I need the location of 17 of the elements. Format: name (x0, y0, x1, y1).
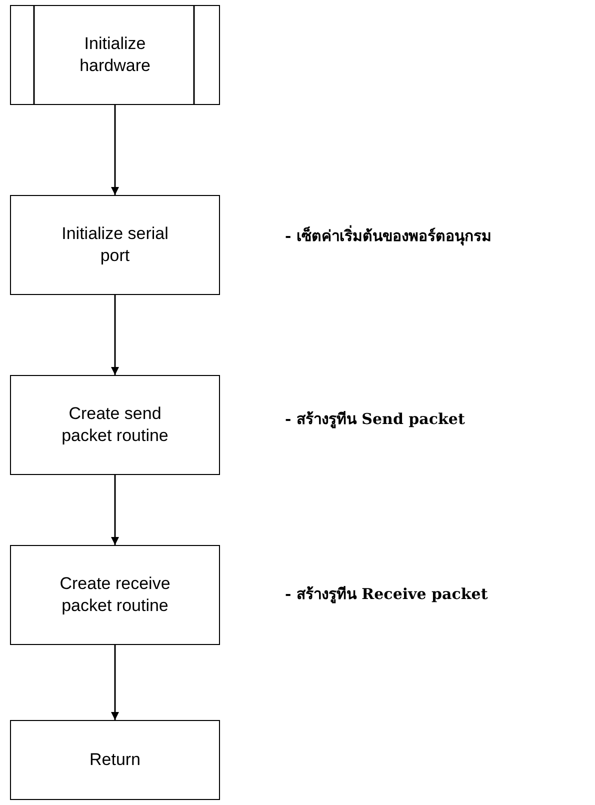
step-text: Create receive packet routine (58, 572, 172, 617)
arrow (111, 295, 119, 375)
arrow (111, 475, 119, 545)
arrow (111, 645, 119, 720)
predefined-process-box (10, 5, 220, 105)
step-text: Return (88, 748, 142, 771)
step-note: - สร้างรูทีน Receive packet (285, 584, 489, 606)
step-note: - สร้างรูทีน Send packet (285, 409, 466, 430)
step-text: Initialize hardware (78, 32, 152, 77)
step-text: Create send packet routine (60, 402, 170, 447)
process-box (10, 195, 220, 295)
process-box (10, 375, 220, 475)
process-box (10, 545, 220, 645)
step-note: - เซ็ตค่าเริ่มต้นของพอร์ตอนุกรม (285, 224, 492, 248)
arrow (111, 105, 119, 195)
process-box (10, 720, 220, 800)
step-text: Initialize serial port (60, 222, 170, 267)
